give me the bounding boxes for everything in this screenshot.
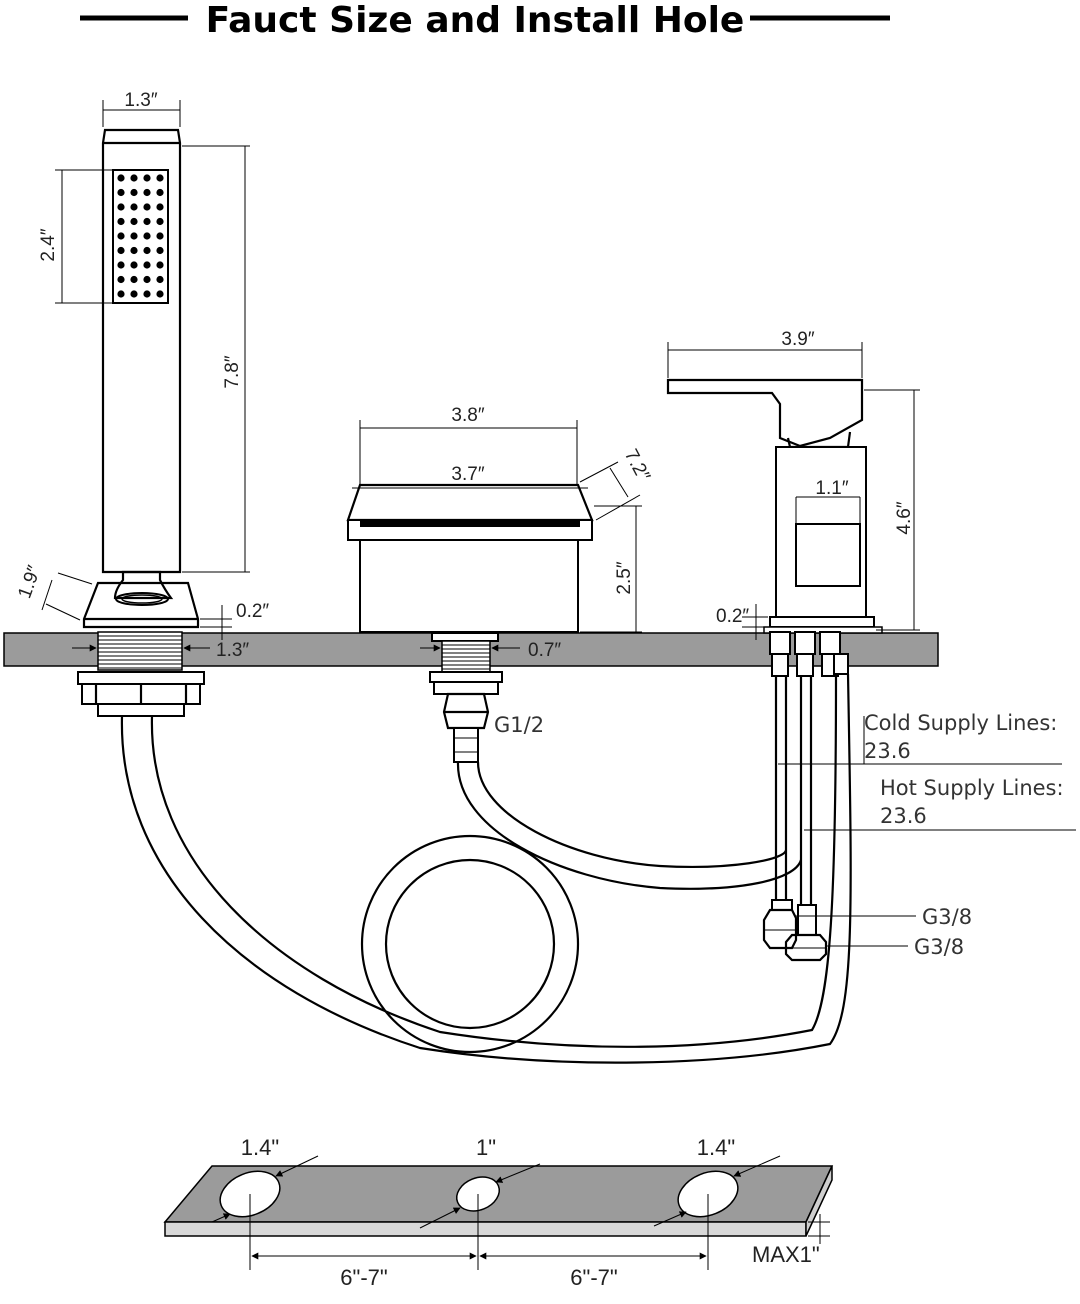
handle-body-label: 1.1″ xyxy=(815,478,848,499)
spray-face xyxy=(112,169,169,304)
spray-dot xyxy=(117,232,125,240)
spray-dot xyxy=(143,188,151,197)
spray-dot xyxy=(117,290,125,298)
fitting-2-label: G3/8 xyxy=(914,935,964,959)
handle-base-thick-label: 0.2″ xyxy=(716,606,749,627)
mixer-handle xyxy=(666,378,883,962)
hole-left-label: 1.4" xyxy=(241,1135,279,1160)
spray-dot xyxy=(117,188,125,197)
spray-dot xyxy=(143,246,151,255)
spray-dot xyxy=(143,275,151,284)
max-thickness-label: MAX1" xyxy=(752,1242,820,1267)
spray-dot xyxy=(156,246,164,255)
fitting-1-label: G3/8 xyxy=(922,905,972,929)
spout-dimensions: 3.8″ 3.7″ 7.2″ 2.5″ 0.7″ G1/2 xyxy=(352,405,654,737)
spray-dot xyxy=(143,261,151,269)
spray-dot xyxy=(156,275,164,284)
shower-height-label: 7.8″ xyxy=(222,355,243,388)
spray-dot xyxy=(156,174,164,182)
spacing-right-label: 6"-7" xyxy=(570,1265,617,1290)
page-title: Fauct Size and Install Hole xyxy=(206,0,745,41)
hole-right-label: 1.4" xyxy=(697,1135,735,1160)
spray-dot xyxy=(156,232,164,240)
spray-dot xyxy=(156,203,164,211)
spout-height-label: 2.5″ xyxy=(614,561,635,594)
spray-dot xyxy=(117,261,125,269)
spray-dot xyxy=(130,174,138,182)
hot-line-label: Hot Supply Lines: xyxy=(880,776,1064,800)
spout-depth-label: 7.2″ xyxy=(620,446,654,485)
hoses xyxy=(120,673,852,1064)
title-group: Fauct Size and Install Hole xyxy=(80,0,890,41)
spray-dot xyxy=(130,232,138,240)
cold-line-value: 23.6 xyxy=(864,739,911,763)
spout-thread-label: 0.7″ xyxy=(528,640,561,661)
shower-thread-label: 1.3″ xyxy=(216,640,249,661)
spray-dot xyxy=(117,217,125,226)
spray-dot xyxy=(156,188,164,197)
handle-height-label: 4.6″ xyxy=(894,501,915,534)
spray-dot xyxy=(143,217,151,226)
spray-dot xyxy=(143,203,151,211)
spray-dot xyxy=(117,246,125,255)
spout-connector-label: G1/2 xyxy=(494,713,544,737)
hand-shower xyxy=(77,128,205,717)
spray-dot xyxy=(130,261,138,269)
spray-dot xyxy=(156,261,164,269)
hot-line-value: 23.6 xyxy=(880,804,927,828)
spray-dot xyxy=(130,217,138,226)
spray-nozzle-dots xyxy=(117,174,164,298)
waterfall-spout xyxy=(346,483,594,763)
spray-dot xyxy=(117,174,125,182)
spout-mid-label: 3.7″ xyxy=(451,464,484,485)
spray-dot xyxy=(130,275,138,284)
spray-dot xyxy=(156,217,164,226)
spray-dot xyxy=(130,203,138,211)
shower-dimensions: 1.3″ 2.4″ 7.8″ 1.9″ 0.2″ 1.3″ xyxy=(14,90,269,661)
hole-middle-label: 1" xyxy=(476,1135,496,1160)
shower-base-thick-label: 0.2″ xyxy=(236,601,269,622)
spray-dot xyxy=(156,290,164,298)
spray-dot xyxy=(143,174,151,182)
spout-top-label: 3.8″ xyxy=(451,405,484,426)
handle-width-label: 3.9″ xyxy=(781,329,814,350)
cold-line-label: Cold Supply Lines: xyxy=(864,711,1057,735)
spray-dot xyxy=(143,290,151,298)
supply-callouts: Cold Supply Lines: 23.6 Hot Supply Lines… xyxy=(778,711,1076,959)
spray-dot xyxy=(143,232,151,240)
spray-dot xyxy=(130,290,138,298)
handle-dimensions: 3.9″ 1.1″ 4.6″ 0.2″ xyxy=(667,329,920,640)
spout-thread-lines xyxy=(442,644,490,670)
spacing-left-label: 6"-7" xyxy=(340,1265,387,1290)
shower-width-label: 1.3″ xyxy=(124,90,157,111)
install-hole-plate: 1.4" 1" 1.4" 6"-7" 6"-7" MAX1" xyxy=(163,1135,834,1290)
spray-dot xyxy=(130,188,138,197)
spray-dot xyxy=(117,203,125,211)
shower-spray-label: 2.4″ xyxy=(38,228,59,261)
shower-base-height-label: 1.9″ xyxy=(14,563,45,602)
spray-dot xyxy=(117,275,125,284)
shower-thread-lines xyxy=(98,635,182,669)
spray-dot xyxy=(130,246,138,255)
